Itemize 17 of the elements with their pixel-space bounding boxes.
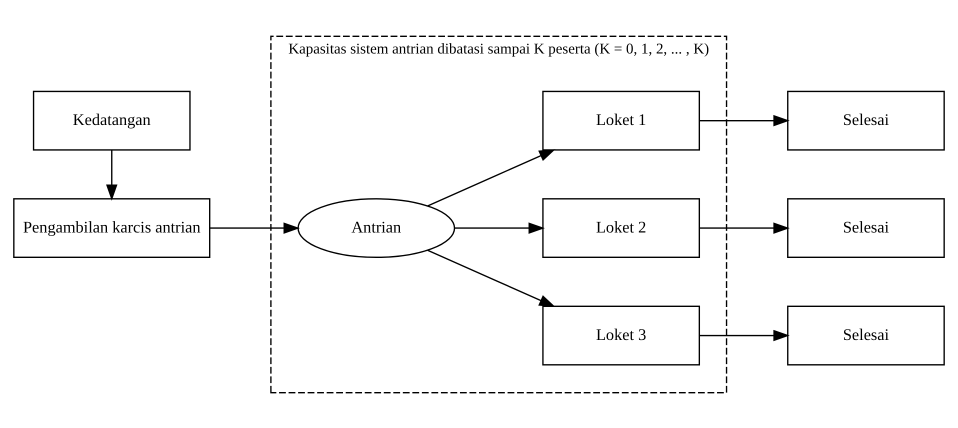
arrow xyxy=(428,249,556,307)
node-ellipse: Antrian xyxy=(297,198,456,258)
node-box: Selesai xyxy=(787,198,945,258)
node-box: Selesai xyxy=(787,90,945,150)
arrow xyxy=(454,222,545,234)
node-box: Loket 3 xyxy=(542,305,700,365)
node-box: Loket 2 xyxy=(542,198,700,258)
arrow xyxy=(428,148,556,206)
node-box: Loket 1 xyxy=(542,90,700,150)
node-box: Selesai xyxy=(787,305,945,365)
arrow xyxy=(106,149,118,200)
node-box: Pengambilan karcis antrian xyxy=(13,198,210,258)
arrow xyxy=(210,222,300,234)
node-box: Kedatangan xyxy=(32,90,191,150)
arrow xyxy=(700,222,790,234)
arrow xyxy=(700,329,790,341)
arrow xyxy=(700,114,790,126)
